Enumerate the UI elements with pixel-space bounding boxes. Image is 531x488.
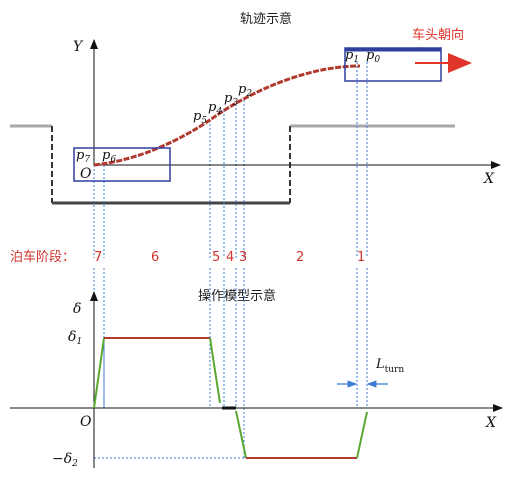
- heading-label: 车头朝向: [412, 27, 464, 43]
- vehicle-box-start: [73, 147, 171, 182]
- trajectory-title: 轨迹示意: [240, 11, 292, 27]
- stage-number-1: 1: [357, 250, 365, 265]
- point-label-p3: p3: [224, 91, 238, 108]
- y-axis-label-top: Y: [73, 39, 84, 55]
- parking-slot: [10, 124, 455, 205]
- stage-number-5: 5: [212, 250, 220, 265]
- steering-profile: [93, 337, 368, 459]
- trajectory-curve: [93, 64, 361, 167]
- origin-label-top: O: [80, 166, 92, 182]
- stage-number-3: 3: [239, 250, 247, 265]
- point-label-p6: p6: [102, 148, 116, 165]
- x-axis-label-bottom: X: [485, 415, 497, 431]
- stage-row-label: 泊车阶段：: [10, 249, 75, 265]
- point-label-p1: p1: [345, 48, 359, 65]
- stage-number-6: 6: [151, 250, 159, 265]
- origin-label-bottom: O: [80, 414, 92, 430]
- delta2-label: −δ2: [52, 451, 78, 469]
- ramp-down-stage5: [209, 337, 221, 404]
- point-label-p5: p5: [193, 109, 207, 126]
- stage-number-7: 7: [94, 250, 102, 265]
- delta1-label: δ1: [68, 329, 82, 347]
- ramp-up-stage7: [93, 337, 105, 409]
- point-label-p0: p0: [366, 48, 380, 65]
- vehicle-box-end: [344, 47, 442, 82]
- point-label-p2: p2: [238, 82, 252, 99]
- delta-axis-label: δ: [73, 301, 81, 317]
- ramp-down-stage3: [235, 410, 247, 459]
- guide-lines-top: [93, 62, 368, 258]
- ramp-up-stage1: [356, 411, 368, 459]
- point-label-p4: p4: [208, 100, 222, 117]
- stage-number-2: 2: [296, 250, 304, 265]
- stage-number-4: 4: [226, 250, 234, 265]
- point-label-p7: p7: [76, 148, 90, 165]
- lturn-label: Lturn: [375, 357, 404, 375]
- operation-model-title: 操作模型示意: [198, 288, 276, 304]
- x-axis-label-top: X: [483, 171, 495, 187]
